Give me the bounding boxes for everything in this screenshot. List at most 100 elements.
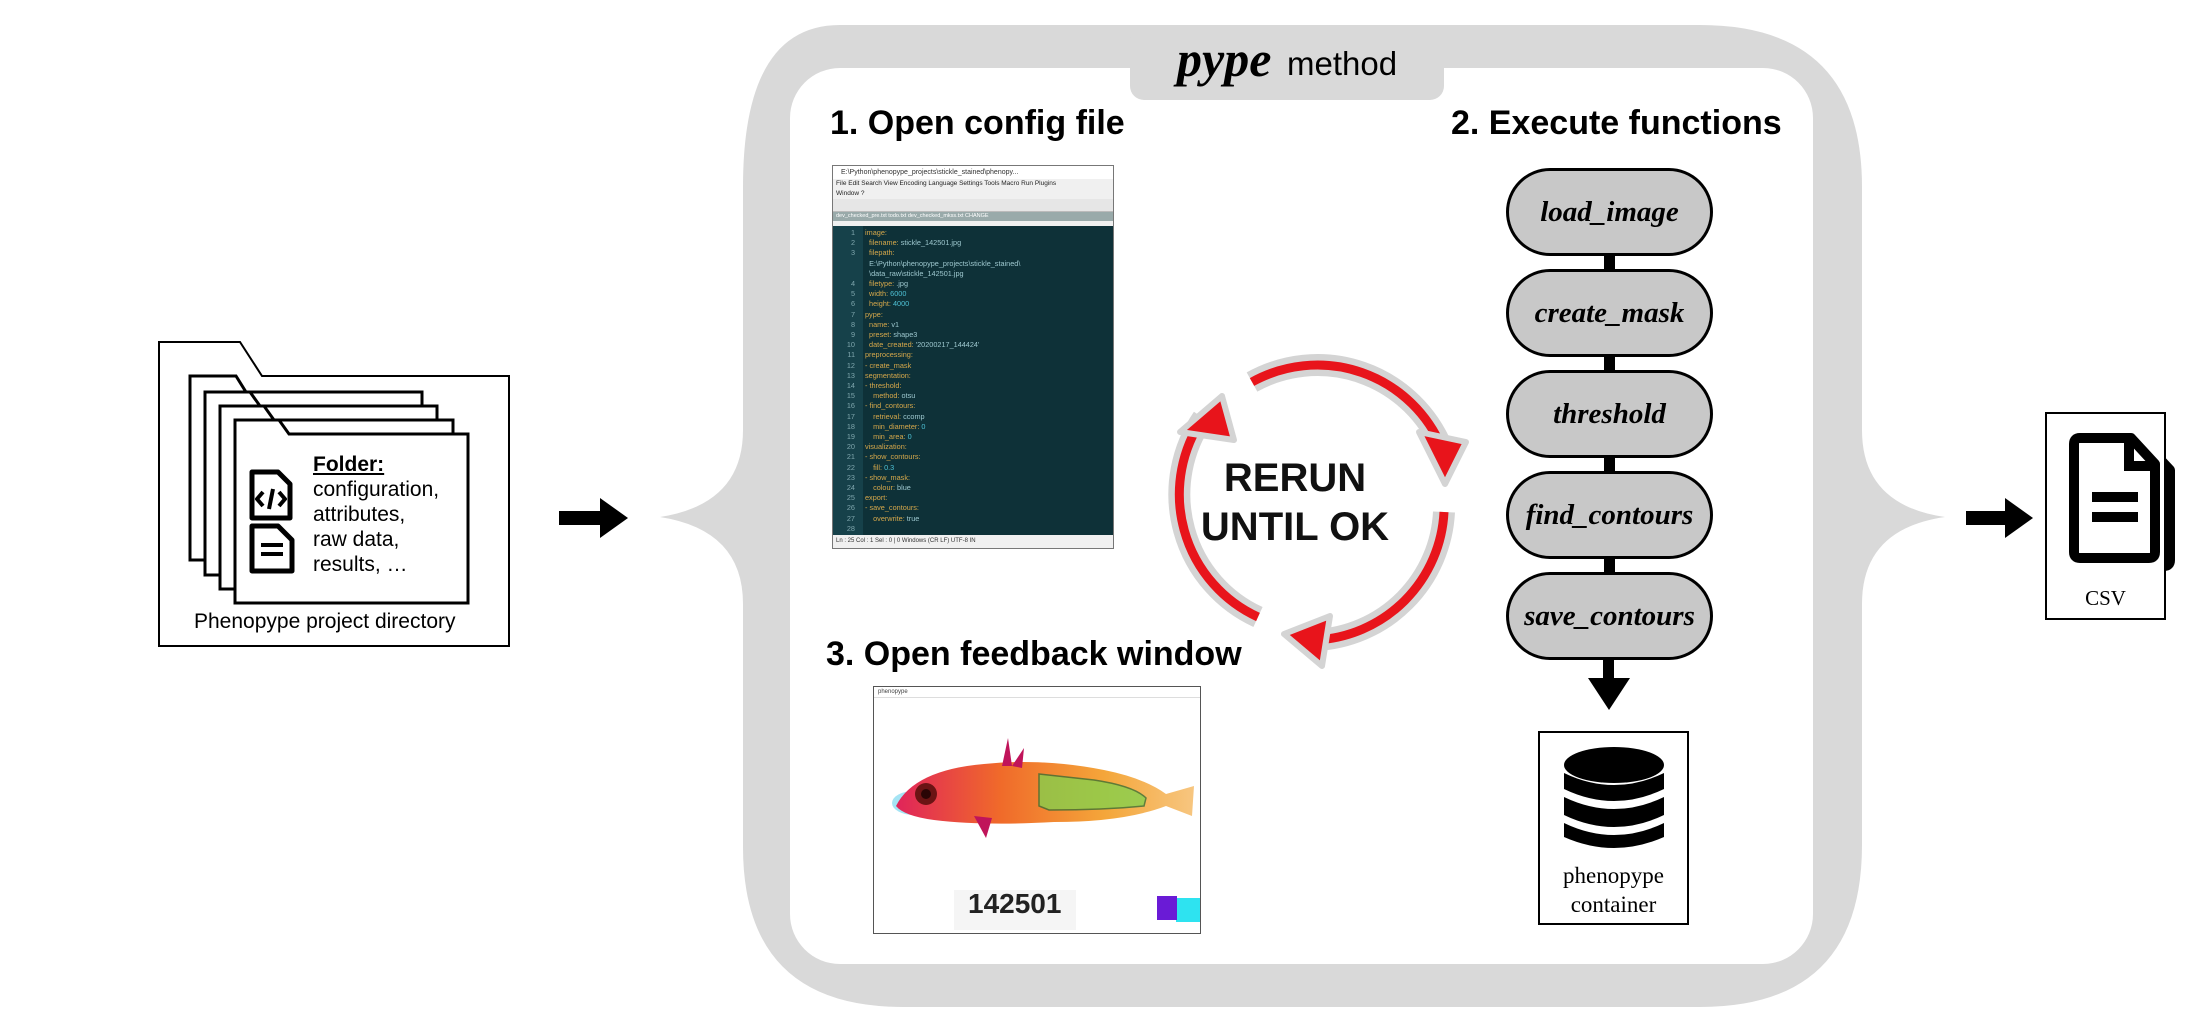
config-editor-window: E:\Python\phenopype_projects\stickle_sta… (832, 165, 1114, 549)
line-number: 24 (846, 483, 855, 492)
editor-tabs: dev_checked_pre.txt todo.txt dev_checked… (833, 212, 1113, 221)
line-number: 17 (846, 411, 855, 421)
container-label-line-1: phenopype (1563, 863, 1664, 888)
editor-menu: File Edit Search View Encoding Language … (836, 180, 1057, 187)
line-number: 1 (850, 228, 855, 237)
rerun-line-2: UNTIL OK (1200, 505, 1390, 549)
container-label-line-2: container (1570, 892, 1657, 917)
function-create-mask[interactable]: create_mask (1506, 269, 1713, 357)
folder-description: Folder: configuration, attributes, raw d… (313, 452, 439, 577)
editor-title: E:\Python\phenopype_projects\stickle_sta… (833, 166, 1113, 179)
function-threshold[interactable]: threshold (1506, 370, 1713, 458)
method-title-rest: method (1287, 45, 1398, 82)
method-title-pype: pype (1177, 31, 1272, 87)
csv-label: CSV (2085, 586, 2126, 610)
editor-status-bar: Ln : 25 Col : 1 Sel : 0 | 0 Windows (CR … (833, 535, 1113, 548)
line-number: 21 (846, 452, 855, 462)
code-line: 15 method: otsu (837, 391, 915, 401)
fish-specimen-image (892, 738, 1200, 930)
code-line: 17 retrieval: ccomp (837, 412, 925, 422)
connector (1604, 353, 1615, 373)
database-icon (1564, 747, 1664, 848)
line-number: 9 (850, 330, 855, 339)
container-label: phenopype container (1538, 861, 1689, 919)
code-line: 21- show_contours: (837, 452, 921, 462)
code-line: 4 filetype: .jpg (837, 279, 908, 289)
line-number: 16 (846, 401, 855, 411)
folder-header: Folder: (313, 453, 385, 476)
code-line: E:\Python\phenopype_projects\stickle_sta… (869, 258, 1021, 268)
line-number: 12 (846, 360, 855, 370)
editor-toolbar (833, 199, 1113, 212)
code-line: 16- find_contours: (837, 401, 915, 411)
folder-line: attributes, (313, 503, 406, 526)
code-file-icon (249, 469, 293, 521)
code-line: 2 filename: stickle_142501.jpg (837, 238, 961, 248)
line-number: 19 (846, 432, 855, 441)
code-line: \data_raw\stickle_142501.jpg (869, 268, 964, 278)
folder-line: raw data, (313, 528, 400, 551)
function-find-contours[interactable]: find_contours (1506, 471, 1713, 559)
specimen-id-label: 142501 (968, 888, 1062, 919)
code-line: 19 min_area: 0 (837, 432, 912, 442)
line-number: 8 (850, 319, 855, 329)
connector (1604, 252, 1615, 272)
code-line: 28 (837, 524, 865, 534)
line-number: 15 (846, 391, 855, 401)
contour-overlay (1038, 773, 1147, 811)
code-line: 9 preset: shape3 (837, 330, 917, 340)
csv-file-icon (2069, 433, 2160, 563)
connector (1604, 555, 1615, 575)
step-3-label: 3. Open feedback window (826, 635, 1242, 673)
folder-line: configuration, (313, 478, 440, 501)
connector (1604, 454, 1615, 474)
code-line: 22 fill: 0.3 (837, 463, 894, 473)
line-number: 26 (846, 503, 855, 513)
line-number: 18 (846, 421, 855, 431)
line-number: 7 (850, 309, 855, 319)
function-load-image[interactable]: load_image (1506, 168, 1713, 256)
arrow-to-method (559, 498, 628, 538)
editor-gutter (833, 226, 863, 536)
line-number: 14 (846, 381, 855, 390)
rerun-label: RERUN UNTIL OK (1160, 454, 1430, 552)
code-line: 3 filepath: (837, 248, 895, 258)
code-line: 18 min_diameter: 0 (837, 421, 926, 432)
project-directory-icon (158, 341, 510, 647)
code-line: 12- create_mask (837, 361, 911, 371)
code-line: 26- save_contours: (837, 503, 919, 513)
code-line: 27 overwrite: true (837, 514, 919, 524)
line-number: 22 (846, 462, 855, 472)
line-number: 27 (846, 513, 855, 523)
line-number: 20 (846, 442, 855, 452)
project-directory-caption: Phenopype project directory (194, 610, 456, 633)
code-line: 24 colour: blue (837, 483, 911, 493)
line-number: 28 (846, 523, 855, 533)
document-icon (249, 523, 295, 574)
rerun-line-1: RERUN (1223, 456, 1367, 500)
line-number: 23 (846, 472, 855, 482)
code-line: 10 date_created: '20200217_144424' (837, 340, 980, 350)
line-number: 13 (846, 370, 855, 380)
line-number: 10 (846, 340, 855, 350)
title-tab (1130, 28, 1444, 100)
code-line: 23- show_mask: (837, 473, 910, 483)
feedback-window: phenopype (873, 686, 1201, 934)
arrow-to-container (1588, 657, 1630, 710)
step-2-label: 2. Execute functions (1451, 104, 1782, 142)
line-number: 6 (850, 299, 855, 309)
function-save-contours[interactable]: save_contours (1506, 572, 1713, 660)
line-number: 11 (847, 350, 855, 360)
folder-line: results, … (313, 553, 408, 576)
feedback-window-title: phenopype (874, 687, 1200, 698)
line-number: 3 (850, 248, 855, 258)
rerun-cycle-icon (1168, 354, 1469, 669)
code-line: 5 width: 6000 (837, 289, 906, 299)
